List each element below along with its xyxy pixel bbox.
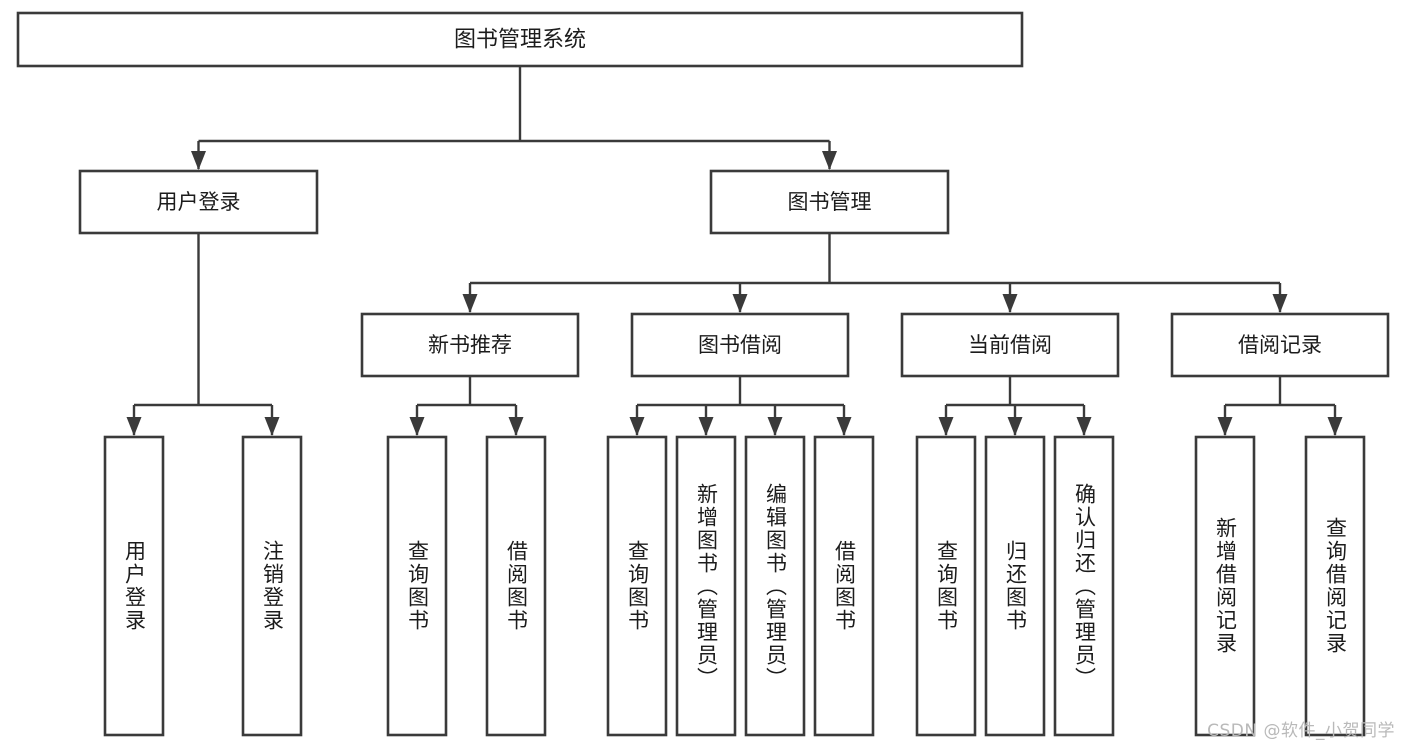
node-leaf-11[interactable] (1194, 435, 1256, 737)
node-root-book-management-system[interactable] (16, 11, 1024, 68)
arrow-head-icon-leaf-6 (767, 417, 783, 436)
node-level3-0[interactable] (360, 312, 580, 378)
watermark: CSDN @软件_小贺同学 (1207, 721, 1395, 741)
node-leaf-8[interactable] (915, 435, 977, 737)
arrow-head-icon-leaf-7 (836, 417, 852, 436)
node-level3-3-label: 借阅记录 (1238, 333, 1322, 357)
arrow-head-icon-leaf-5 (698, 417, 714, 436)
node-level2-0-label: 用户登录 (157, 190, 241, 214)
arrow-head-icon-level3-3 (1272, 294, 1288, 313)
node-level2-0[interactable] (78, 169, 319, 235)
arrow-head-icon-leaf-11 (1217, 417, 1233, 436)
arrow-head-icon-leaf-2 (409, 417, 425, 436)
node-level2-1[interactable] (709, 169, 950, 235)
node-level2-1-label: 图书管理 (788, 190, 872, 214)
node-level3-0-label: 新书推荐 (428, 333, 512, 357)
node-leaf-6[interactable] (744, 435, 806, 737)
arrow-head-icon-leaf-0 (126, 417, 142, 436)
arrow-head-icon-level3-0 (462, 294, 478, 313)
node-leaf-3[interactable] (485, 435, 547, 737)
arrow-head-icon-leaf-4 (629, 417, 645, 436)
arrow-head-icon-leaf-3 (508, 417, 524, 436)
node-leaf-7[interactable] (813, 435, 875, 737)
arrow-head-icon-leaf-10 (1076, 417, 1092, 436)
node-leaf-2[interactable] (386, 435, 448, 737)
connectors-layer (126, 66, 1343, 436)
arrow-head-icon-leaf-9 (1007, 417, 1023, 436)
node-leaf-9[interactable] (984, 435, 1046, 737)
node-level3-1-label: 图书借阅 (698, 333, 782, 357)
node-root-book-management-system-label: 图书管理系统 (454, 28, 586, 53)
node-leaf-10[interactable] (1053, 435, 1115, 737)
node-level3-2-label: 当前借阅 (968, 333, 1052, 357)
arrow-head-icon-level3-1 (732, 294, 748, 313)
node-level3-1[interactable] (630, 312, 850, 378)
node-level3-2[interactable] (900, 312, 1120, 378)
node-leaf-5[interactable] (675, 435, 737, 737)
arrow-head-icon-leaf-12 (1327, 417, 1343, 436)
node-leaf-4[interactable] (606, 435, 668, 737)
arrow-head-icon-level2-1 (822, 151, 837, 170)
node-level3-3[interactable] (1170, 312, 1390, 378)
node-leaf-12[interactable] (1304, 435, 1366, 737)
node-leaf-1[interactable] (241, 435, 303, 737)
boxes-layer (16, 11, 1390, 737)
arrow-head-icon-leaf-8 (938, 417, 954, 436)
node-leaf-0[interactable] (103, 435, 165, 737)
arrow-head-icon-level3-2 (1002, 294, 1018, 313)
arrow-head-icon-level2-0 (191, 151, 206, 170)
arrow-head-icon-leaf-1 (264, 417, 280, 436)
